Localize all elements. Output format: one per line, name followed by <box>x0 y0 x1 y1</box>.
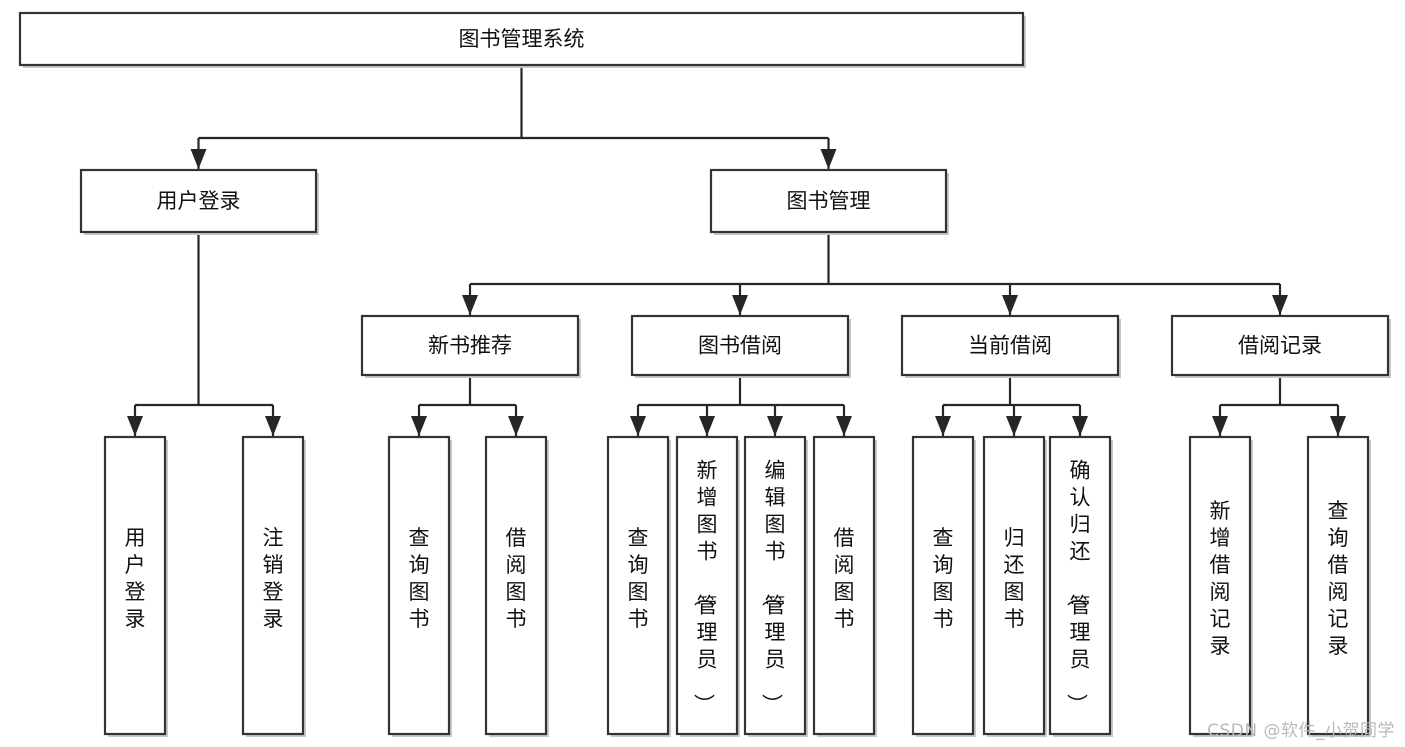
node-box[interactable] <box>387 435 451 736</box>
node-leaf-confirm-return[interactable]: 确认归还（管理员） <box>1048 435 1113 737</box>
node-user-login[interactable]: 用户登录 <box>79 168 319 235</box>
arrow-head <box>767 416 783 436</box>
arrow-head <box>190 149 207 169</box>
edge-group-root <box>190 65 837 169</box>
arrow-head <box>699 416 715 436</box>
node-box[interactable] <box>1048 435 1112 736</box>
arrow-head <box>820 149 837 169</box>
node-label: 图书管理 <box>787 189 871 213</box>
arrow-head <box>1330 416 1346 436</box>
node-label: 借阅图书 <box>834 526 855 631</box>
node-label: 图书管理系统 <box>459 27 585 51</box>
arrow-head <box>1006 416 1022 436</box>
node-label: 用户登录 <box>125 526 146 631</box>
edge-group-book-borrow <box>630 375 852 436</box>
arrow-head <box>732 295 748 315</box>
node-book-manage[interactable]: 图书管理 <box>709 168 949 235</box>
node-label: 借阅图书 <box>506 526 527 631</box>
node-box[interactable] <box>900 314 1120 377</box>
node-leaf-edit-book[interactable]: 编辑图书（管理员） <box>743 435 808 737</box>
arrow-head <box>1212 416 1228 436</box>
node-leaf-query-book-2[interactable]: 查询图书 <box>606 435 671 737</box>
arrow-head <box>411 416 427 436</box>
edge-group-book-manage <box>462 232 1288 315</box>
arrow-head <box>1072 416 1088 436</box>
node-box[interactable] <box>709 168 948 234</box>
node-layer: 图书管理系统用户登录图书管理新书推荐图书借阅当前借阅借阅记录用户登录注销登录查询… <box>18 11 1391 737</box>
node-leaf-query-record[interactable]: 查询借阅记录 <box>1306 435 1371 737</box>
node-box[interactable] <box>484 435 548 736</box>
node-box[interactable] <box>1306 435 1370 736</box>
node-root[interactable]: 图书管理系统 <box>18 11 1026 68</box>
watermark-text: CSDN @软件_小贺同学 <box>1207 721 1395 741</box>
node-label: 图书借阅 <box>698 334 782 358</box>
node-box[interactable] <box>1170 314 1390 377</box>
node-label: 查询图书 <box>409 526 430 631</box>
node-box[interactable] <box>79 168 318 234</box>
node-label: 注销登录 <box>263 526 284 631</box>
node-label: 新增图书（管理员） <box>692 459 718 715</box>
node-box[interactable] <box>630 314 850 377</box>
node-label: 借阅记录 <box>1238 334 1322 358</box>
node-box[interactable] <box>18 11 1025 67</box>
node-leaf-user-login[interactable]: 用户登录 <box>103 435 168 737</box>
arrow-head <box>1002 295 1018 315</box>
node-label: 查询图书 <box>628 526 649 631</box>
node-label: 编辑图书（管理员） <box>760 459 786 715</box>
node-label: 查询借阅记录 <box>1328 499 1349 658</box>
node-borrow-record[interactable]: 借阅记录 <box>1170 314 1391 378</box>
node-leaf-return-book[interactable]: 归还图书 <box>982 435 1047 737</box>
node-current-borrow[interactable]: 当前借阅 <box>900 314 1121 378</box>
arrow-head <box>462 295 478 315</box>
node-label: 归还图书 <box>1004 526 1025 631</box>
arrow-head <box>265 416 281 436</box>
node-label: 新增借阅记录 <box>1210 499 1231 658</box>
edge-group-borrow-record <box>1212 375 1346 436</box>
node-new-book-recommend[interactable]: 新书推荐 <box>360 314 581 378</box>
arrow-head <box>630 416 646 436</box>
node-box[interactable] <box>743 435 807 736</box>
arrow-head <box>508 416 524 436</box>
node-box[interactable] <box>812 435 876 736</box>
arrow-head <box>935 416 951 436</box>
node-box[interactable] <box>982 435 1046 736</box>
node-label: 用户登录 <box>157 189 241 213</box>
edge-group-new-book-recommend <box>411 375 524 436</box>
node-leaf-borrow-book-2[interactable]: 借阅图书 <box>812 435 877 737</box>
node-box[interactable] <box>360 314 580 377</box>
node-leaf-add-book[interactable]: 新增图书（管理员） <box>675 435 740 737</box>
node-label: 确认归还（管理员） <box>1065 459 1091 715</box>
edge-group-user-login <box>127 232 281 436</box>
node-book-borrow[interactable]: 图书借阅 <box>630 314 851 378</box>
node-box[interactable] <box>911 435 975 736</box>
node-box[interactable] <box>606 435 670 736</box>
node-leaf-query-book-1[interactable]: 查询图书 <box>387 435 452 737</box>
node-box[interactable] <box>675 435 739 736</box>
node-box[interactable] <box>1188 435 1252 736</box>
edge-layer <box>127 65 1346 436</box>
arrow-head <box>1272 295 1288 315</box>
edge-group-current-borrow <box>935 375 1088 436</box>
arrow-head <box>127 416 143 436</box>
node-leaf-borrow-book-1[interactable]: 借阅图书 <box>484 435 549 737</box>
node-leaf-add-record[interactable]: 新增借阅记录 <box>1188 435 1253 737</box>
node-label: 新书推荐 <box>428 334 512 358</box>
node-leaf-query-book-3[interactable]: 查询图书 <box>911 435 976 737</box>
arrow-head <box>836 416 852 436</box>
node-box[interactable] <box>103 435 167 736</box>
node-label: 查询图书 <box>933 526 954 631</box>
node-label: 当前借阅 <box>968 334 1052 358</box>
node-leaf-user-logout[interactable]: 注销登录 <box>241 435 306 737</box>
node-box[interactable] <box>241 435 305 736</box>
